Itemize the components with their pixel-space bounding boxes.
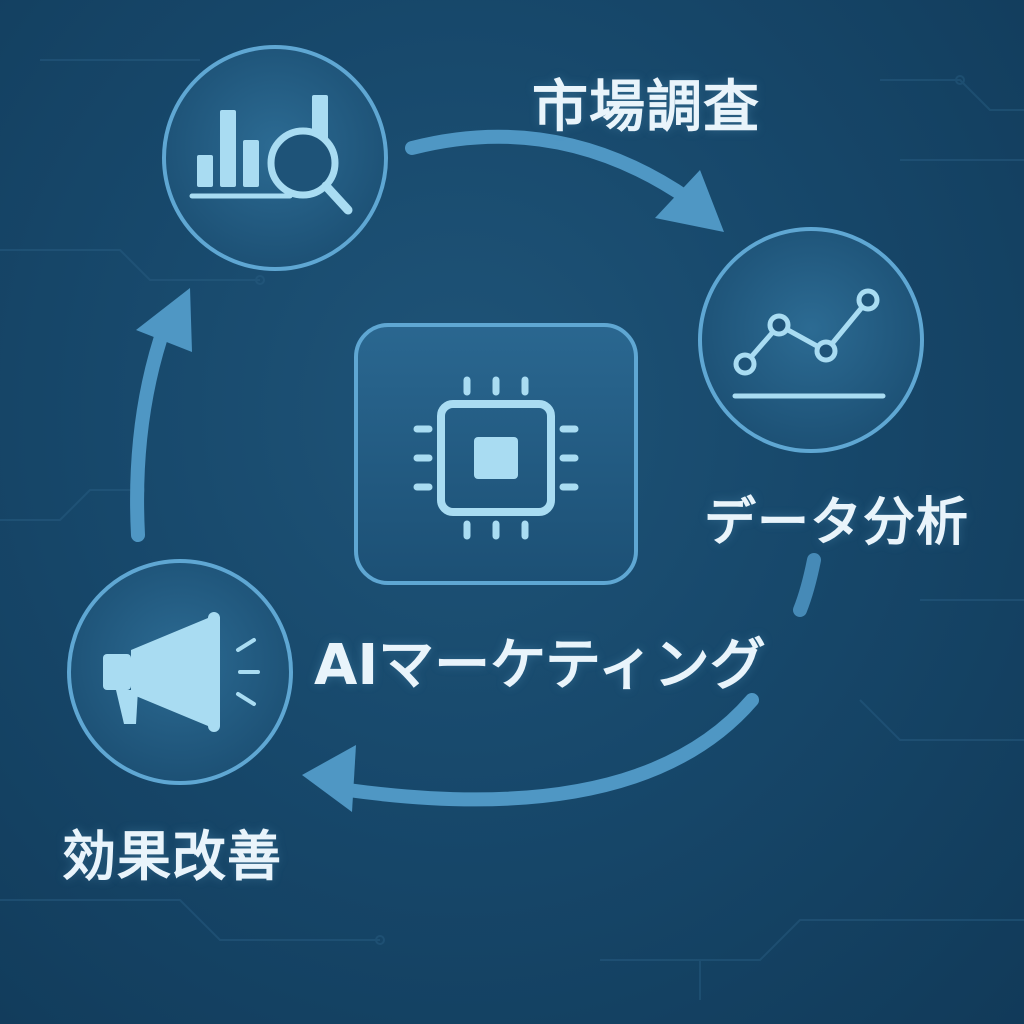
cpu-chip-icon bbox=[413, 376, 579, 540]
step-label-improvement: 効果改善 bbox=[62, 825, 282, 888]
megaphone-icon bbox=[103, 612, 260, 732]
center-node-ai bbox=[354, 323, 638, 585]
center-label-ai-marketing: AIマーケティング bbox=[314, 633, 766, 698]
step-label-market-research: 市場調査 bbox=[532, 75, 760, 140]
bar-chart-magnifier-icon bbox=[189, 95, 353, 215]
arrow-improve-to-market bbox=[130, 318, 172, 542]
cycle-arrows bbox=[130, 129, 821, 812]
step-node-improvement bbox=[67, 559, 293, 785]
arrow-head-icon bbox=[655, 170, 724, 232]
line-chart-icon bbox=[732, 288, 886, 399]
arrow-data-to-improve bbox=[793, 553, 821, 617]
arrow-market-to-data bbox=[405, 129, 697, 207]
arrow-head-icon bbox=[302, 745, 356, 812]
step-label-data-analysis: データ分析 bbox=[704, 493, 970, 553]
step-node-data-analysis bbox=[698, 227, 924, 453]
step-node-market-research bbox=[162, 45, 388, 271]
arrow-head-icon bbox=[136, 288, 192, 352]
arrow-data-to-improve-lower bbox=[341, 693, 759, 807]
